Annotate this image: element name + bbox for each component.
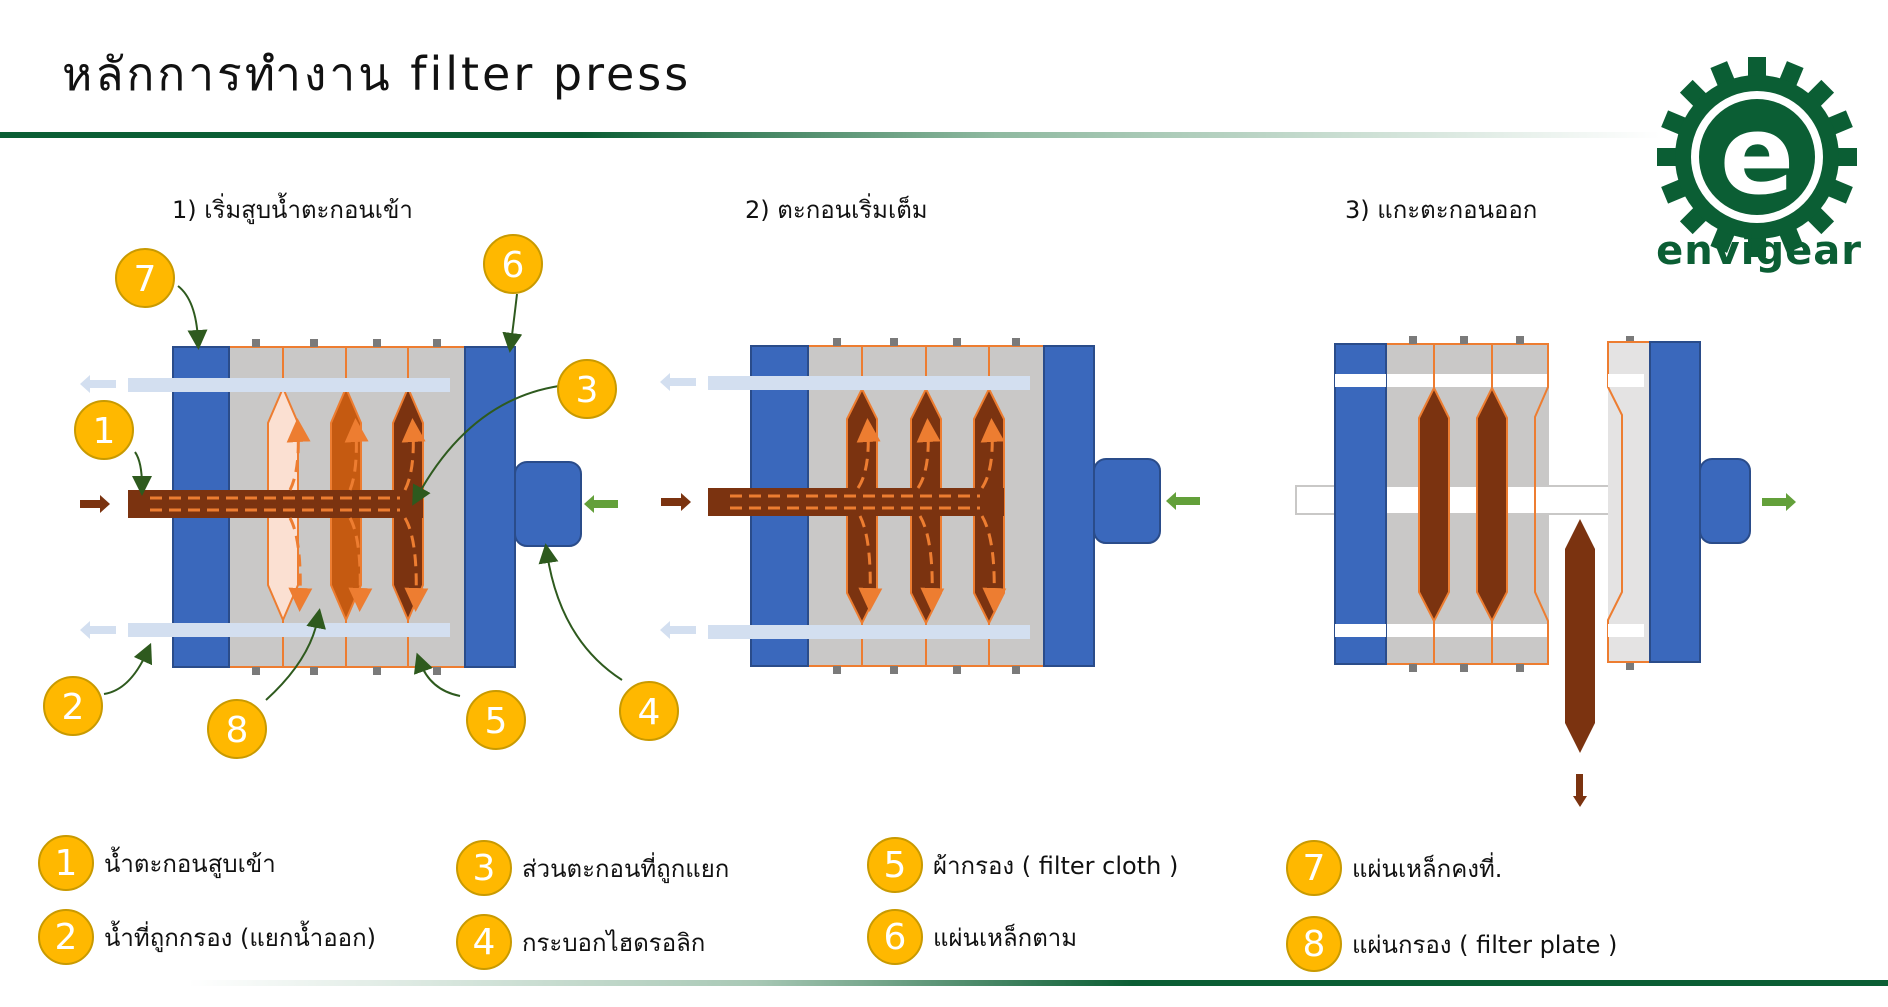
feed-inlet-arrow xyxy=(80,495,110,513)
legend-label: น้ำตะกอนสูบเข้า xyxy=(104,849,276,878)
callout-8: 8 xyxy=(207,699,267,759)
hydraulic-cylinder xyxy=(1699,458,1751,544)
step-1-title: 1) เริ่มสูบน้ำตะกอนเข้า xyxy=(172,196,413,224)
callout-4: 4 xyxy=(619,681,679,741)
gear-tooth xyxy=(1657,148,1681,166)
step-3-title: 3) แกะตะกอนออก xyxy=(1345,196,1538,224)
legend-badge: 6 xyxy=(867,909,923,965)
callout-2: 2 xyxy=(43,676,103,736)
callout-number: 4 xyxy=(638,692,661,733)
legend-item-7: 7 แผ่นเหล็กคงที่. xyxy=(1286,838,1502,898)
legend-label: ผ้ากรอง ( filter cloth ) xyxy=(933,851,1179,880)
legend-label: น้ำที่ถูกกรอง (แยกน้ำออก) xyxy=(104,923,376,952)
filtrate-outlet-arrow-bottom xyxy=(660,621,696,639)
step-2-title: 2) ตะกอนเริ่มเต็ม xyxy=(745,196,928,224)
filtrate-pipe-bottom xyxy=(128,623,450,637)
legend-badge: 5 xyxy=(867,837,923,893)
cake-chamber xyxy=(1418,385,1450,624)
svg-text:e: e xyxy=(1720,91,1795,219)
callout-number: 8 xyxy=(226,710,249,751)
legend-label: ส่วนตะกอนที่ถูกแยก xyxy=(522,854,730,883)
step-3-press xyxy=(1295,336,1796,807)
cake-chamber xyxy=(1476,385,1508,624)
callout-3: 3 xyxy=(557,359,617,419)
plate-handles xyxy=(1409,336,1634,672)
callout-number: 5 xyxy=(485,701,508,742)
filtrate-outlet-arrow-top xyxy=(80,375,116,393)
legend-label: แผ่นกรอง ( filter plate ) xyxy=(1352,930,1618,959)
legend-badge: 2 xyxy=(38,909,94,965)
filtrate-pipe-bottom xyxy=(708,625,1030,639)
feed-pipe xyxy=(128,490,423,518)
callout-number: 6 xyxy=(502,245,525,286)
legend-label: กระบอกไฮดรอลิก xyxy=(522,928,706,957)
callout-number: 1 xyxy=(93,411,116,452)
step-2-press xyxy=(660,338,1200,674)
legend-label: แผ่นเหล็กตาม xyxy=(933,923,1078,952)
moving-steel-plate xyxy=(1649,341,1701,663)
callout-1: 1 xyxy=(74,400,134,460)
callout-number: 2 xyxy=(62,687,85,728)
legend-item-6: 6 แผ่นเหล็กตาม xyxy=(867,907,1077,967)
legend-item-3: 3 ส่วนตะกอนที่ถูกแยก xyxy=(456,838,729,898)
hydraulic-retract-arrow xyxy=(1762,493,1796,511)
callout-leaders xyxy=(103,285,623,701)
hydraulic-push-arrow xyxy=(1166,492,1200,510)
gear-tooth xyxy=(1748,233,1766,257)
feed-inlet-arrow xyxy=(661,493,691,511)
header-divider xyxy=(0,132,1660,138)
callout-number: 3 xyxy=(576,370,599,411)
filtrate-pipe-top xyxy=(128,378,450,392)
hydraulic-cylinder xyxy=(1093,458,1161,544)
feed-pipe xyxy=(708,488,1004,516)
callout-badges: 1 2 3 4 5 6 7 8 xyxy=(43,234,679,759)
step-1-press xyxy=(80,339,618,675)
hydraulic-cylinder xyxy=(514,461,582,547)
callout-7: 7 xyxy=(115,248,175,308)
filtrate-pipe-top xyxy=(708,376,1030,390)
plate-handles xyxy=(252,339,441,675)
legend-badge: 3 xyxy=(456,840,512,896)
page-title: หลักการทำงาน filter press xyxy=(62,47,692,101)
filtrate-outlet-arrow-top xyxy=(660,373,696,391)
gear-e-logo-icon: e xyxy=(1657,57,1857,257)
plate-handles xyxy=(833,338,1020,674)
legend-item-5: 5 ผ้ากรอง ( filter cloth ) xyxy=(867,835,1178,895)
legend-badge: 8 xyxy=(1286,916,1342,972)
filtrate-outlet-arrow-bottom xyxy=(80,621,116,639)
gear-tooth xyxy=(1833,148,1857,166)
footer-divider xyxy=(0,980,1888,986)
legend-badge: 4 xyxy=(456,914,512,970)
hydraulic-push-arrow xyxy=(584,495,618,513)
brand-name: envigear xyxy=(1656,228,1862,274)
moving-steel-plate xyxy=(464,346,516,668)
callout-6: 6 xyxy=(483,234,543,294)
cake-discharge-arrow xyxy=(1573,774,1587,807)
legend-label: แผ่นเหล็กคงที่. xyxy=(1352,854,1503,883)
legend-item-4: 4 กระบอกไฮดรอลิก xyxy=(456,912,705,972)
falling-filter-cake xyxy=(1565,519,1595,753)
separated-plate xyxy=(1608,342,1650,662)
legend-badge: 1 xyxy=(38,835,94,891)
legend-item-1: 1 น้ำตะกอนสูบเข้า xyxy=(38,833,276,893)
moving-steel-plate xyxy=(1043,345,1095,667)
legend-item-8: 8 แผ่นกรอง ( filter plate ) xyxy=(1286,914,1617,974)
legend-badge: 7 xyxy=(1286,840,1342,896)
callout-number: 7 xyxy=(134,259,157,300)
gear-tooth xyxy=(1748,57,1766,81)
fixed-steel-plate xyxy=(1334,343,1387,665)
legend-item-2: 2 น้ำที่ถูกกรอง (แยกน้ำออก) xyxy=(38,907,376,967)
callout-5: 5 xyxy=(466,690,526,750)
